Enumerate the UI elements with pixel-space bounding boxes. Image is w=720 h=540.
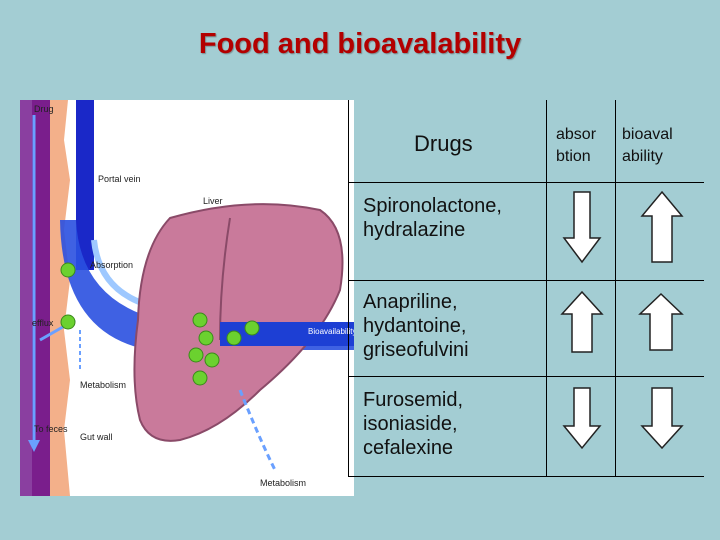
row-divider (546, 182, 704, 183)
header-absorption: absor btion (556, 126, 597, 165)
label-portal-vein: Portal vein (98, 174, 141, 184)
liver-metabolism-arrow (238, 389, 277, 471)
row-divider (348, 280, 704, 281)
table-bottom-border (348, 476, 704, 477)
row-2-drugs: Anapriline, hydantoine, griseofulvini (363, 291, 469, 361)
label-gut-wall: Gut wall (80, 432, 113, 442)
slide-title: Food and bioavalability (198, 28, 522, 60)
label-metabolism-bottom: Metabolism (260, 478, 306, 488)
column-divider (615, 100, 616, 476)
bioavailability-arrow (220, 322, 354, 346)
label-liver: Liver (203, 196, 223, 206)
cyp-circle (226, 330, 242, 346)
gut-wall-layer (50, 100, 70, 496)
header-bioavailability: bioaval ability (622, 126, 673, 165)
label-metabolism-left: Metabolism (80, 380, 126, 390)
arrow-up-icon (638, 292, 684, 351)
row-divider (348, 182, 546, 183)
header-drugs: Drugs (414, 131, 473, 156)
cyp-circle (192, 370, 208, 386)
column-divider (546, 100, 547, 476)
label-to-feces: To feces (34, 424, 68, 434)
drug-arrow-head (28, 440, 40, 452)
pgp-circle (60, 314, 76, 330)
label-bioavailability: Bioavailability (308, 327, 354, 336)
cyp-circle (204, 352, 220, 368)
arrow-up-icon (560, 290, 604, 353)
label-efflux: efflux (32, 318, 54, 328)
cyp-circle (244, 320, 260, 336)
gut-inner-layer (20, 100, 32, 496)
portal-vein-vertical (76, 100, 94, 270)
diagram-svg: Drug Portal vein Liver Absorption efflux… (20, 100, 354, 496)
arrow-down-icon (562, 191, 602, 264)
cyp-circle (60, 262, 76, 278)
cyp-circle (192, 312, 208, 328)
arrow-down-icon (562, 387, 602, 450)
label-absorption: Absorption (90, 260, 133, 270)
row-1-drugs: Spironolactone, hydralazine (363, 195, 502, 241)
arrow-down-icon (640, 387, 684, 450)
bioavailability-diagram: Drug Portal vein Liver Absorption efflux… (20, 100, 354, 496)
arrow-up-icon (640, 190, 684, 263)
portal-vein-curve (60, 220, 354, 350)
cyp-circle (188, 347, 204, 363)
row-3-drugs: Furosemid, isoniaside, cefalexine (363, 389, 464, 459)
row-divider (348, 376, 704, 377)
column-divider (348, 100, 349, 476)
cyp-circle (198, 330, 214, 346)
label-drug: Drug (34, 104, 54, 114)
food-effect-table: Drugs absor btion bioaval ability Spiron… (348, 100, 704, 477)
